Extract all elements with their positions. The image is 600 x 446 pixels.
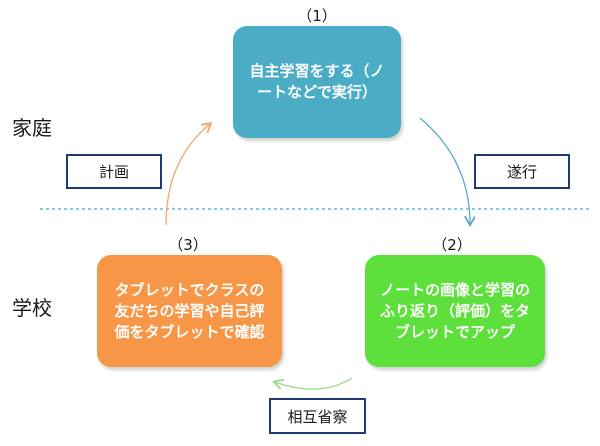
node-3-box: タブレットでクラスの友だちの学習や自己評価をタブレットで確認 <box>97 255 282 367</box>
arrow-2-to-3 <box>275 377 353 390</box>
school-label: 学校 <box>12 296 52 320</box>
reflect-tag: 相互省察 <box>269 398 366 434</box>
plan-tag: 計画 <box>66 154 162 189</box>
execute-tag: 遂行 <box>474 154 570 189</box>
node-2-number: （2） <box>432 236 472 254</box>
node-1-text: 自主学習をする（ノートなどで実行） <box>249 62 385 101</box>
node-1-box: 自主学習をする（ノートなどで実行） <box>233 26 401 138</box>
home-label: 家庭 <box>12 116 52 140</box>
node-3-text: タブレットでクラスの友だちの学習や自己評価をタブレットで確認 <box>114 280 265 341</box>
node-1-number: （1） <box>297 7 337 25</box>
node-2-text: ノートの画像と学習のふり返り（評価）をタブレットでアップ <box>379 280 530 341</box>
arrow-1-to-2 <box>419 117 470 224</box>
node-2-box: ノートの画像と学習のふり返り（評価）をタブレットでアップ <box>365 255 545 367</box>
arrow-3-to-1 <box>165 124 210 226</box>
node-3-number: （3） <box>168 236 208 254</box>
